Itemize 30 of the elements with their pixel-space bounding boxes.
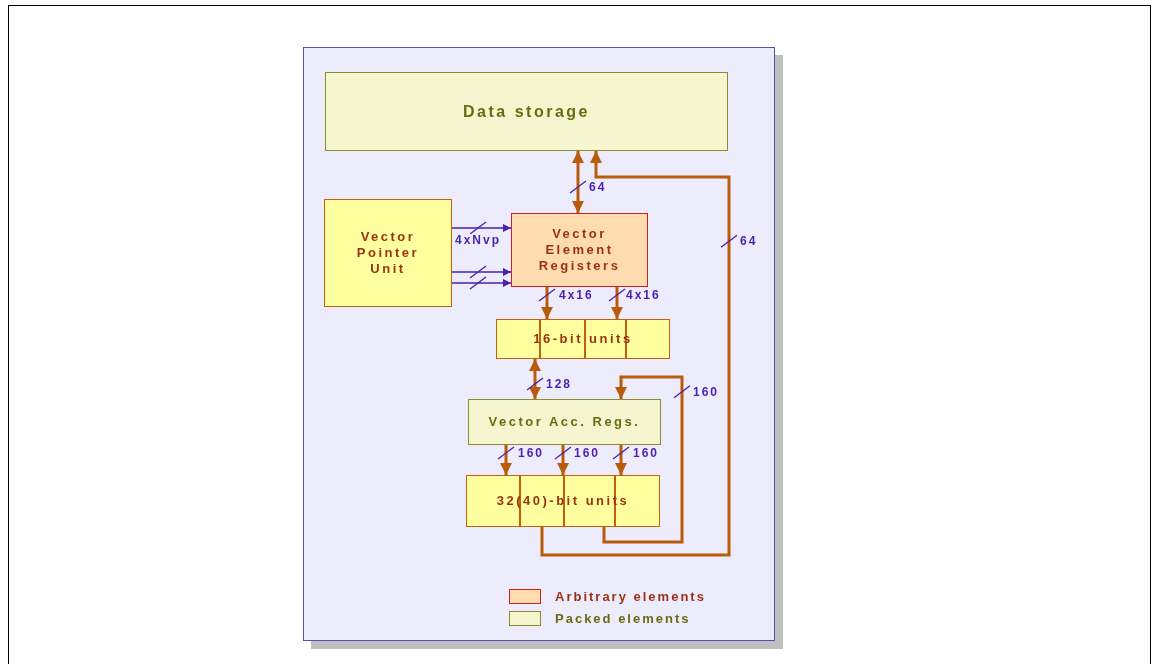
arrow — [541, 287, 553, 319]
bus-width-label: 4x16 — [626, 289, 661, 302]
arrow — [611, 287, 623, 319]
unit-block — [324, 199, 452, 307]
bus-width-label: 160 — [518, 447, 545, 460]
block-label: Data storage — [462, 103, 591, 120]
legend-label: Arbitrary elements — [555, 589, 706, 604]
register-block — [511, 213, 648, 287]
arrow — [557, 445, 569, 475]
arrow — [451, 279, 512, 287]
arrow — [529, 359, 541, 399]
bus-width-label: 4x16 — [559, 289, 594, 302]
arrow — [451, 224, 512, 232]
arrow — [451, 268, 512, 276]
block-label: Vector Pointer Unit — [355, 229, 421, 277]
bus-width-label: 64 — [589, 181, 607, 194]
storage-block — [325, 72, 728, 151]
bus-width-label: 160 — [633, 447, 660, 460]
bus-width-label: 160 — [574, 447, 601, 460]
arrow — [500, 445, 512, 475]
block-label: Vector Acc. Regs. — [487, 414, 642, 430]
bus-width-label: 4xNvp — [455, 234, 502, 247]
block-label: Vector Element Registers — [537, 226, 622, 274]
arrow — [572, 151, 584, 213]
register-block — [468, 399, 661, 445]
arrow — [540, 151, 731, 557]
arrow — [615, 445, 627, 475]
legend-label: Packed elements — [555, 611, 691, 626]
bus-width-label: 128 — [546, 378, 573, 391]
arrow — [602, 375, 684, 544]
